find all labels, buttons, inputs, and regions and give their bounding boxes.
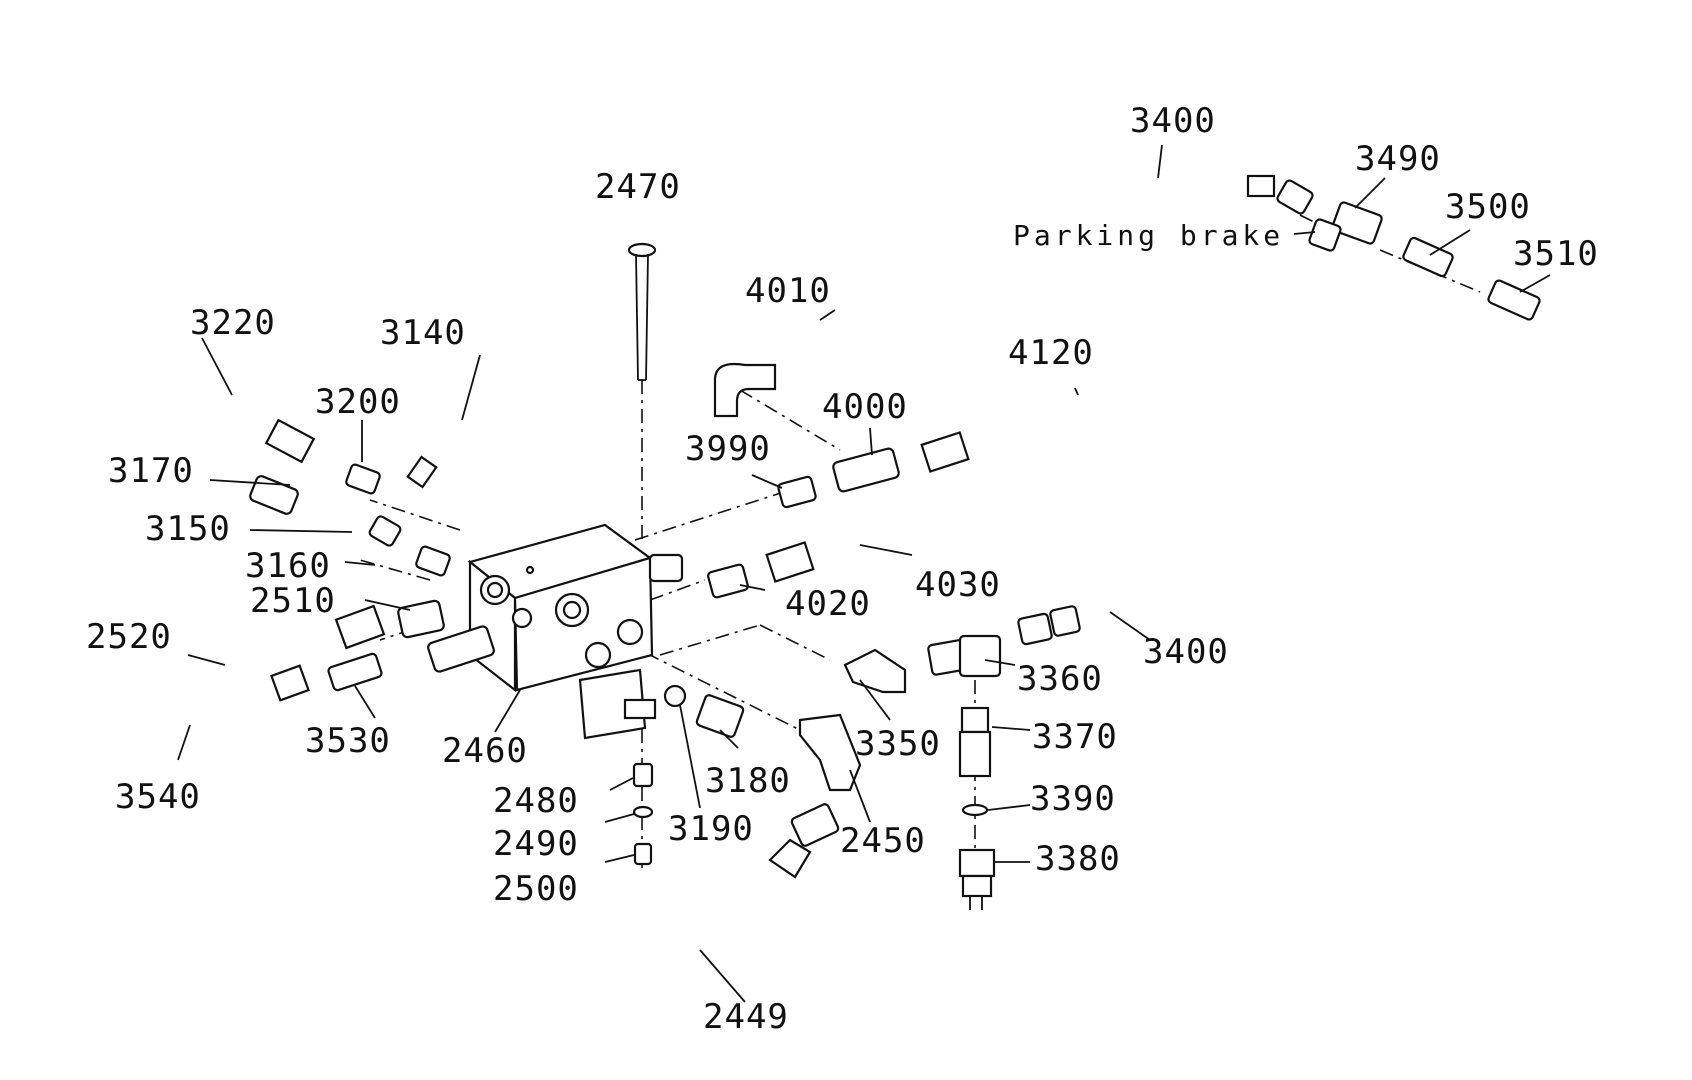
label-2449: 2449 xyxy=(703,997,789,1037)
label-3390: 3390 xyxy=(1030,779,1116,819)
pin-2470 xyxy=(627,242,657,381)
label-3200: 3200 xyxy=(315,382,401,422)
label-3530: 3530 xyxy=(305,721,391,761)
label-4010: 4010 xyxy=(745,271,831,311)
label-3490: 3490 xyxy=(1355,139,1441,179)
label-3350: 3350 xyxy=(855,724,941,764)
label-3220: 3220 xyxy=(190,303,276,343)
label-2470: 2470 xyxy=(595,167,681,207)
label-3990: 3990 xyxy=(685,429,771,469)
label-2500: 2500 xyxy=(493,869,579,909)
label-3500: 3500 xyxy=(1445,187,1531,227)
tubes xyxy=(44,169,1276,999)
label-3180: 3180 xyxy=(705,761,791,801)
label-2450: 2450 xyxy=(840,821,926,861)
fittings xyxy=(249,179,1541,910)
label-2510: 2510 xyxy=(250,581,336,621)
label-3400-right: 3400 xyxy=(1143,632,1229,672)
label-3140: 3140 xyxy=(380,313,466,353)
label-4000: 4000 xyxy=(822,387,908,427)
label-3380: 3380 xyxy=(1035,839,1121,879)
part-labels: 3400 3490 Parking brake 3500 3510 2470 4… xyxy=(86,101,1599,1037)
label-3540: 3540 xyxy=(115,777,201,817)
label-3170: 3170 xyxy=(108,451,194,491)
label-3400-top: 3400 xyxy=(1130,101,1216,141)
label-4120: 4120 xyxy=(1008,333,1094,373)
label-2490: 2490 xyxy=(493,824,579,864)
label-2520: 2520 xyxy=(86,617,172,657)
label-3190: 3190 xyxy=(668,809,754,849)
leader-lines xyxy=(177,144,1551,1003)
label-3160: 3160 xyxy=(245,546,331,586)
label-3510: 3510 xyxy=(1513,234,1599,274)
label-3370: 3370 xyxy=(1032,717,1118,757)
label-3360: 3360 xyxy=(1017,659,1103,699)
label-4030: 4030 xyxy=(915,565,1001,605)
valve-block xyxy=(467,523,684,740)
label-2460: 2460 xyxy=(442,731,528,771)
label-3150: 3150 xyxy=(145,509,231,549)
parking-brake-note: Parking brake xyxy=(1013,219,1284,252)
label-2480: 2480 xyxy=(493,781,579,821)
label-4020: 4020 xyxy=(785,584,871,624)
